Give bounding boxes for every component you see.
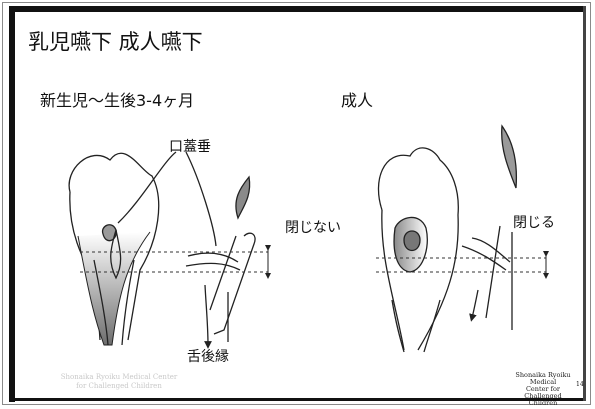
watermark-line: Shonaika Ryoiku Medical Center	[24, 373, 214, 382]
tongue-back-label: 舌後縁	[187, 346, 229, 366]
closed-label: 閉じる	[513, 212, 555, 232]
infant-lateral-illustration	[186, 177, 255, 345]
watermark: Shonaika Ryoiku Medical Center for Chall…	[24, 373, 214, 391]
adult-lateral-illustration	[462, 126, 516, 330]
credit-line: Shonaika Ryoiku Medical	[510, 372, 576, 386]
credit-block: Shonaika Ryoiku Medical Center for Chall…	[510, 372, 576, 407]
watermark-line: for Challenged Children	[24, 382, 214, 391]
uvula-label: 口蓋垂	[169, 136, 211, 156]
not-closed-label: 閉じない	[285, 217, 341, 237]
infant-throat-illustration	[69, 152, 216, 345]
credit-line: Children	[510, 400, 576, 407]
page-number: 14	[576, 381, 584, 388]
credit-line: Center for Challenged	[510, 386, 576, 400]
adult-throat-illustration	[378, 148, 458, 352]
